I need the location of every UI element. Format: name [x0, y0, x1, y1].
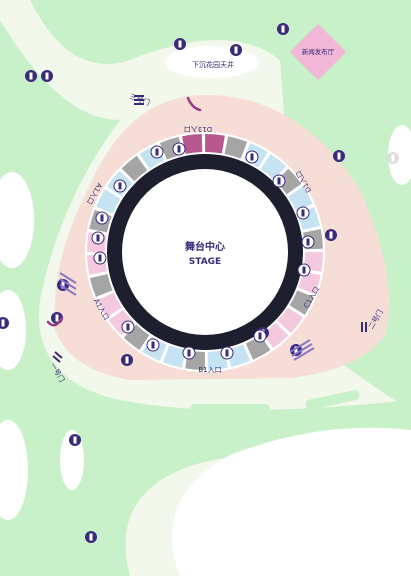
press-room-label: 新闻发布厅: [302, 47, 335, 56]
crosswalk-right-b: [291, 343, 313, 357]
seat-segment[interactable]: [224, 136, 248, 159]
seat-segment[interactable]: [89, 274, 113, 298]
bottom-right-space: [171, 427, 411, 576]
restroom-icon-glyph: [302, 266, 306, 274]
pill-2: [305, 390, 360, 410]
seat-segment[interactable]: [245, 335, 271, 360]
seat-segment[interactable]: [205, 134, 225, 154]
seat-segment[interactable]: [288, 186, 313, 212]
restroom-icon-glyph: [391, 154, 395, 162]
stage-floor: [122, 169, 288, 335]
restroom-icon-glyph: [277, 177, 281, 185]
pill-1: [190, 404, 270, 414]
restroom-icon-glyph: [258, 332, 262, 340]
restroom-icon-glyph: [73, 436, 77, 444]
right-blob: [388, 125, 411, 185]
seat-segment[interactable]: [182, 134, 203, 154]
stairs-gate1-b: [52, 355, 61, 363]
restroom-icon-glyph: [187, 349, 191, 357]
d13-entrance-label: D13入口: [184, 125, 212, 133]
restroom-icon-glyph: [250, 153, 254, 161]
seat-segment[interactable]: [121, 155, 148, 182]
crosswalks: [59, 272, 315, 361]
stairs-marks: [52, 95, 367, 363]
restroom-icon-glyph: [337, 152, 341, 160]
restroom-icon-glyph: [151, 341, 155, 349]
seat-segment[interactable]: [162, 345, 186, 368]
restroom-icon-glyph: [234, 46, 238, 54]
seat-segment[interactable]: [298, 271, 321, 295]
restroom-icon-glyph: [55, 314, 59, 322]
seat-segment[interactable]: [275, 168, 302, 195]
seat-segment[interactable]: [97, 292, 122, 318]
seat-segment[interactable]: [289, 290, 314, 315]
direction-marks: [46, 96, 202, 327]
seat-segment[interactable]: [96, 189, 121, 214]
restroom-icon-glyph: [155, 148, 159, 156]
seat-segment[interactable]: [227, 344, 251, 368]
restroom-icon-glyph: [61, 281, 65, 289]
left-blob-3: [0, 420, 28, 520]
restroom-icon-glyph: [281, 25, 285, 33]
seat-segment[interactable]: [260, 153, 287, 180]
restroom-icon-glyph: [98, 254, 102, 262]
crosswalk-left-b: [59, 278, 77, 290]
restroom-icon-glyph: [126, 323, 130, 331]
crosswalk-left-a: [59, 272, 77, 284]
garden-label: 下沉花园天井: [192, 60, 234, 69]
restroom-icon-glyph: [125, 356, 129, 364]
left-blob-2: [0, 290, 26, 370]
facility-icons: [0, 23, 399, 543]
stage-title-en: STAGE: [189, 257, 221, 267]
restroom-icon-glyph: [29, 72, 33, 80]
restroom-icon-glyph: [100, 214, 104, 222]
restroom-icon-glyph: [301, 209, 305, 217]
stage-title-cn: 舞台中心: [185, 240, 225, 253]
b1-entrance-label: B1入口: [198, 366, 221, 374]
restroom-icon-glyph: [118, 182, 122, 190]
arc-left: [46, 316, 64, 327]
crosswalk-left-c: [59, 284, 77, 296]
crosswalk-right-a: [289, 339, 311, 353]
crosswalk-right-c: [293, 347, 315, 361]
restroom-icon-glyph: [225, 349, 229, 357]
restroom-icon-glyph: [294, 346, 298, 354]
restroom-icon-glyph: [45, 72, 49, 80]
seat-segment[interactable]: [277, 307, 304, 334]
left-blob-1: [0, 172, 34, 268]
stairs-gate1-a: [54, 351, 63, 359]
pill-3: [90, 435, 112, 475]
green-pills: [90, 390, 360, 475]
seat-segment[interactable]: [262, 322, 289, 349]
restroom-icon-glyph: [177, 145, 181, 153]
restroom-icon-glyph: [96, 234, 100, 242]
restroom-icon-glyph: [306, 238, 310, 246]
restroom-icon-glyph: [329, 231, 333, 239]
restroom-icon-glyph: [1, 319, 5, 327]
restroom-icon-glyph: [89, 533, 93, 541]
restroom-icon-glyph: [178, 40, 182, 48]
arc-top: [186, 96, 202, 112]
